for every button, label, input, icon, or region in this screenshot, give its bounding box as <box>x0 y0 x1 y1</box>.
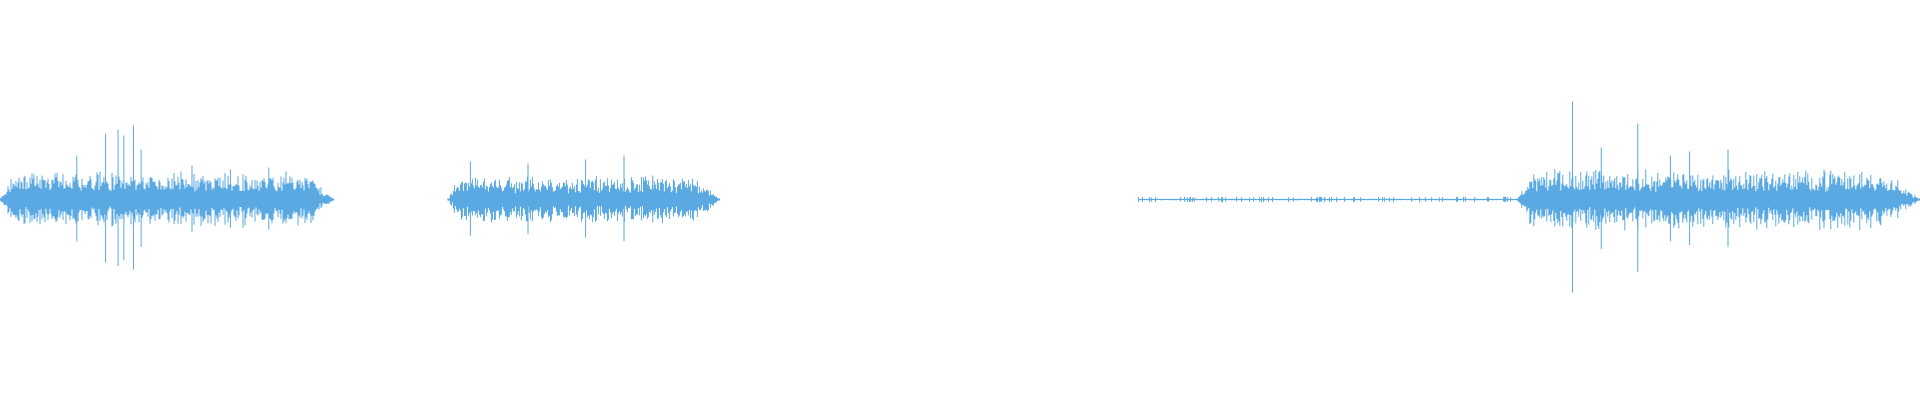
waveform-segment-burst-1 <box>0 125 335 270</box>
waveform-segments <box>0 101 1920 293</box>
waveform-samples <box>1138 196 1518 203</box>
waveform-samples <box>1517 169 1920 231</box>
waveform-segment-burst-2 <box>447 155 720 242</box>
waveform-segment-faint-section <box>1138 196 1518 203</box>
waveform-samples <box>447 176 720 224</box>
waveform-segment-burst-3 <box>1516 101 1920 293</box>
waveform-samples <box>0 171 334 228</box>
